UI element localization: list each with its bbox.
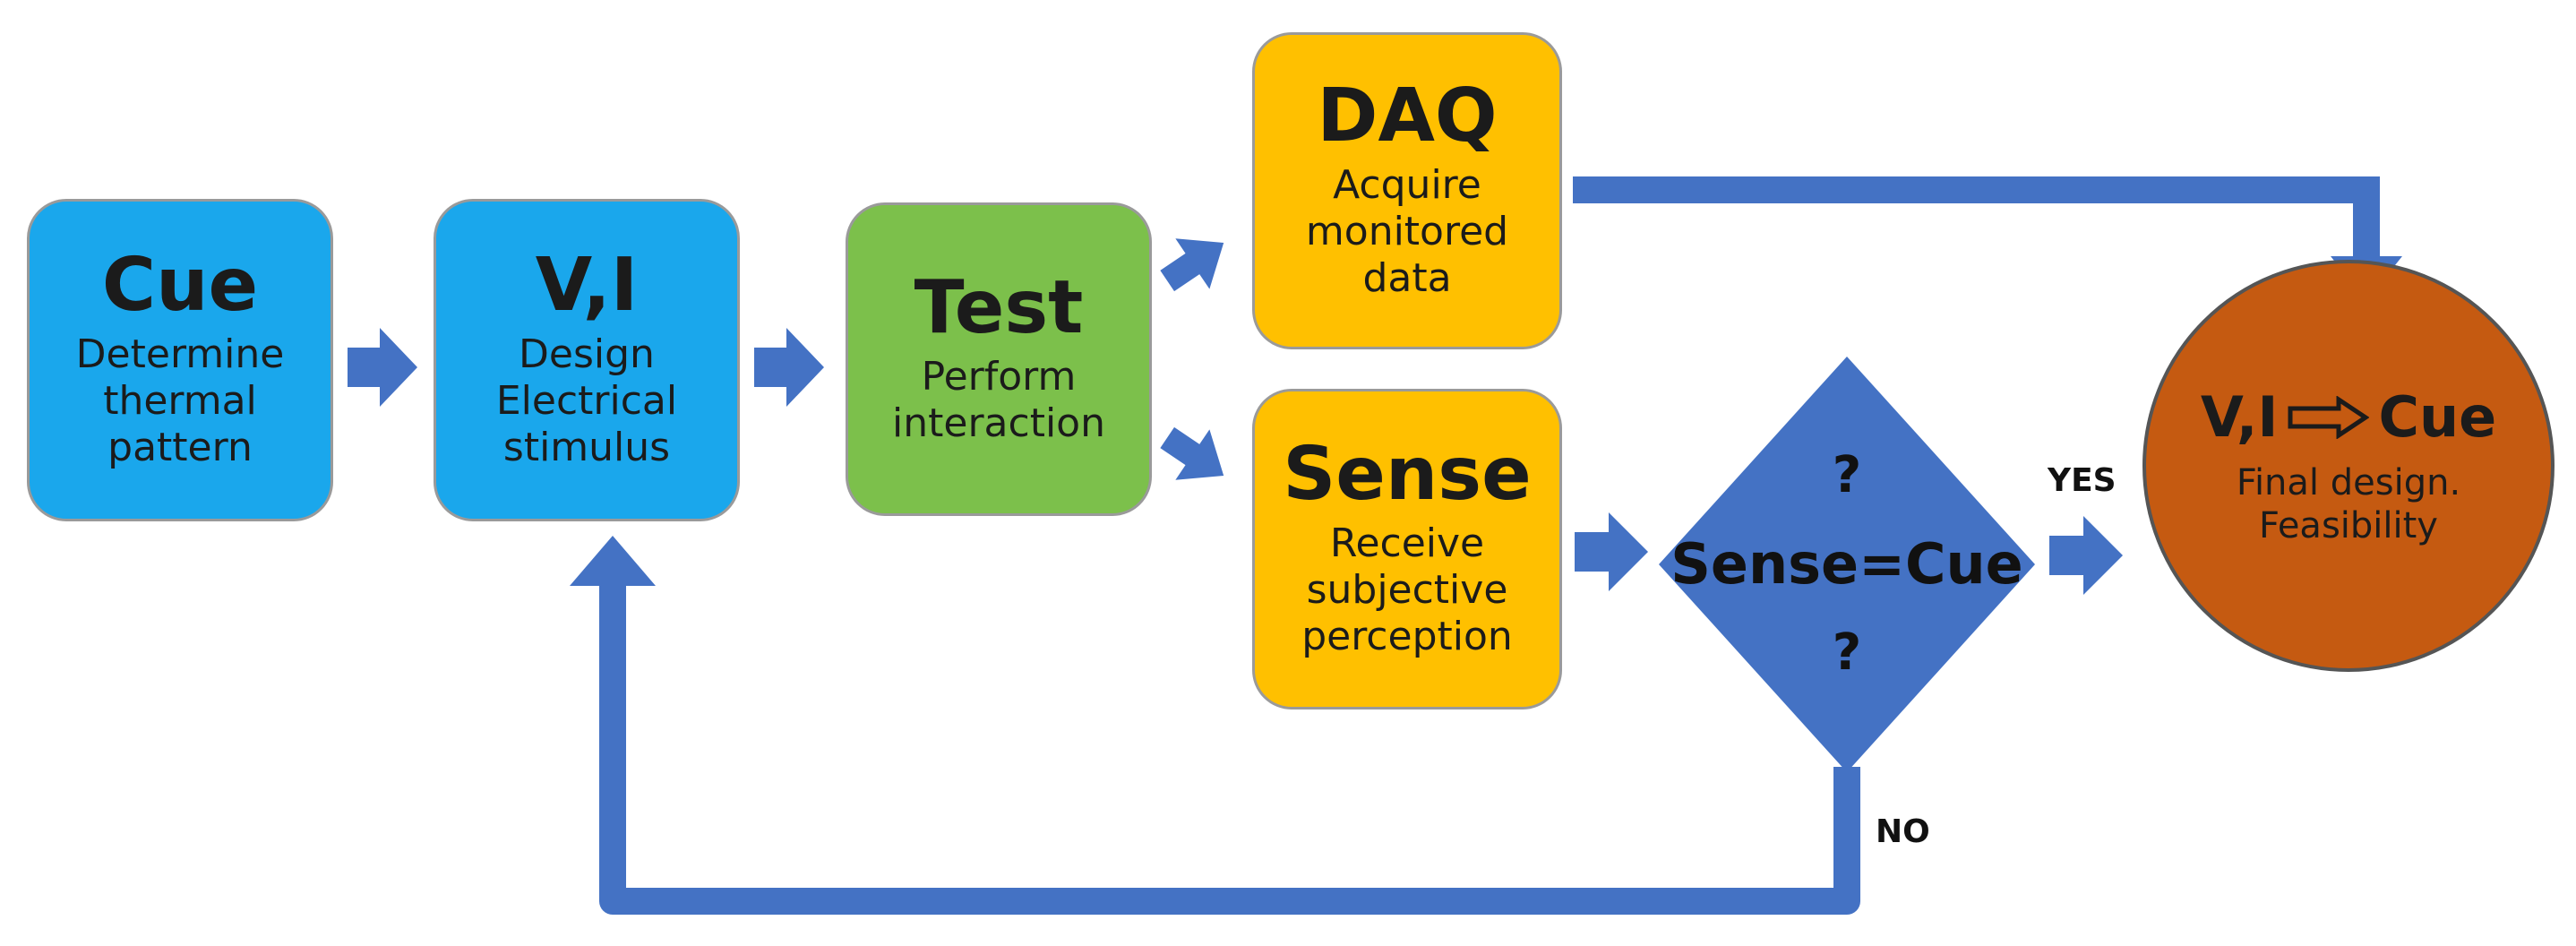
arrow-cue-to-vi bbox=[348, 328, 417, 407]
sense-line: subjective bbox=[1306, 567, 1508, 614]
final-description: Final design. Feasibility bbox=[2237, 462, 2460, 546]
sense-title: Sense bbox=[1283, 432, 1532, 518]
cue-line: thermal bbox=[103, 378, 257, 425]
cue-line: Determine bbox=[75, 331, 285, 378]
arrow-daq-to-final bbox=[1573, 176, 2380, 262]
cue-box: Cue Determine thermal pattern bbox=[27, 199, 333, 521]
final-line: Final design. bbox=[2236, 462, 2461, 504]
arrow-no-feedback bbox=[599, 580, 1860, 915]
daq-line: Acquire bbox=[1333, 162, 1481, 209]
decision-condition: Sense=Cue bbox=[1670, 531, 2023, 597]
arrow-decision-to-final bbox=[2049, 516, 2123, 595]
arrow-test-to-sense bbox=[1160, 426, 1224, 480]
final-design-circle: V,I Cue Final design. Feasibility bbox=[2142, 260, 2555, 672]
arrow-test-to-daq bbox=[1160, 238, 1224, 292]
arrow-vi-to-test bbox=[754, 328, 824, 407]
implies-arrow-icon bbox=[2288, 395, 2370, 439]
sense-line: Receive bbox=[1329, 520, 1485, 567]
test-title: Test bbox=[914, 265, 1084, 351]
cue-description: Determine thermal pattern bbox=[76, 331, 285, 471]
decision-diamond bbox=[1659, 357, 2035, 772]
vi-line: Electrical bbox=[495, 378, 678, 425]
vi-line: Design bbox=[519, 331, 655, 378]
arrow-sense-to-decision bbox=[1575, 512, 1648, 591]
test-line: Perform bbox=[921, 354, 1077, 400]
yes-label: YES bbox=[2048, 462, 2117, 499]
final-title-right: Cue bbox=[2378, 384, 2497, 451]
vi-line: stimulus bbox=[502, 424, 671, 470]
test-line: interaction bbox=[892, 400, 1105, 446]
final-title-left: V,I bbox=[2200, 384, 2279, 451]
no-label: NO bbox=[1876, 813, 1930, 850]
daq-box: DAQ Acquire monitored data bbox=[1252, 32, 1562, 349]
test-box: Test Perform interaction bbox=[846, 202, 1152, 516]
final-line: Feasibility bbox=[2259, 504, 2438, 546]
arrow-no-feedback-head bbox=[570, 536, 656, 586]
cue-line: pattern bbox=[107, 424, 253, 470]
decision-question-top: ? bbox=[1832, 446, 1862, 504]
sense-description: Receive subjective perception bbox=[1301, 520, 1513, 660]
decision-question-bottom: ? bbox=[1832, 624, 1862, 682]
daq-title: DAQ bbox=[1317, 73, 1498, 159]
daq-line: data bbox=[1362, 254, 1452, 301]
vi-title: V,I bbox=[535, 243, 639, 329]
final-title: V,I Cue bbox=[2201, 384, 2496, 450]
test-description: Perform interaction bbox=[892, 354, 1105, 447]
sense-box: Sense Receive subjective perception bbox=[1252, 389, 1562, 710]
daq-line: monitored bbox=[1305, 209, 1509, 255]
sense-line: perception bbox=[1301, 613, 1513, 659]
cue-title: Cue bbox=[101, 243, 259, 329]
vi-description: Design Electrical stimulus bbox=[496, 331, 677, 471]
vi-box: V,I Design Electrical stimulus bbox=[434, 199, 740, 521]
decision-text: ? Sense=Cue ? bbox=[1659, 421, 2035, 708]
daq-description: Acquire monitored data bbox=[1306, 162, 1508, 302]
